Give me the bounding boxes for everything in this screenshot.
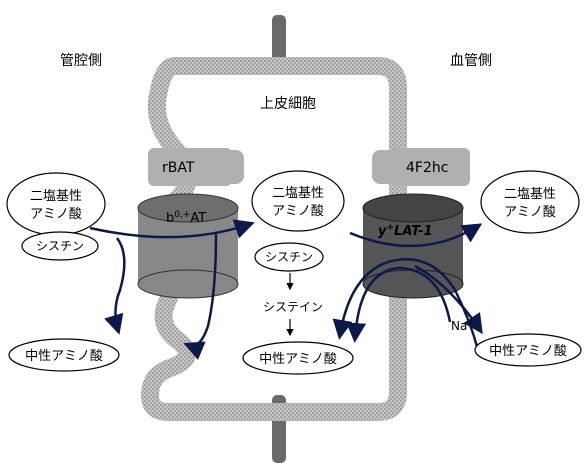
center-dibasic-oval bbox=[251, 170, 345, 232]
left-transporter bbox=[137, 148, 244, 299]
rbat-heavy-chain bbox=[148, 148, 232, 186]
center-dibasic-label-2: アミノ酸 bbox=[272, 204, 324, 219]
left-cystine-oval bbox=[21, 231, 99, 261]
rbat-label: rBAT bbox=[162, 160, 195, 176]
b0at-label: b0,+AT bbox=[166, 210, 206, 226]
right-dibasic-label-2: アミノ酸 bbox=[504, 205, 556, 220]
right-arrow-na-in bbox=[346, 266, 452, 343]
blood-side-label: 血管側 bbox=[450, 53, 492, 69]
epithelial-cell-label: 上皮細胞 bbox=[260, 96, 316, 112]
right-dibasic-oval bbox=[480, 170, 580, 234]
right-arrow-dibasic-out bbox=[349, 223, 483, 248]
center-dibasic-label-1: 二塩基性 bbox=[272, 186, 324, 201]
right-dibasic-label-1: 二塩基性 bbox=[504, 187, 556, 202]
sodium-label: Na+ bbox=[451, 318, 474, 333]
right-neutral-label: 中性アミノ酸 bbox=[489, 344, 567, 359]
left-dibasic-label-2: アミノ酸 bbox=[30, 207, 82, 222]
ylat1-label: y+LAT-1 bbox=[378, 223, 433, 239]
center-cystine-label: シスチン bbox=[265, 250, 313, 264]
left-neutral-oval bbox=[8, 338, 120, 372]
left-neutral-label: 中性アミノ酸 bbox=[25, 349, 103, 364]
right-arrow-neutral-out2 bbox=[414, 264, 483, 335]
left-cystine-label: シスチン bbox=[36, 239, 84, 253]
4f2hc-label: 4F2hc bbox=[406, 160, 448, 176]
left-arrow-neutral-out bbox=[183, 233, 218, 360]
left-dibasic-oval bbox=[6, 172, 106, 236]
left-arrow-dibasic-in bbox=[89, 219, 255, 239]
center-neutral-oval bbox=[242, 341, 354, 375]
center-cysteine-label: システイン bbox=[263, 300, 323, 314]
center-cystine-oval bbox=[254, 242, 324, 272]
center-neutral-label: 中性アミノ酸 bbox=[259, 352, 337, 367]
left-dibasic-label-1: 二塩基性 bbox=[30, 189, 82, 204]
left-arrow-cystine bbox=[104, 237, 126, 335]
right-neutral-oval bbox=[474, 333, 582, 367]
lumen-side-label: 管腔側 bbox=[60, 53, 102, 69]
